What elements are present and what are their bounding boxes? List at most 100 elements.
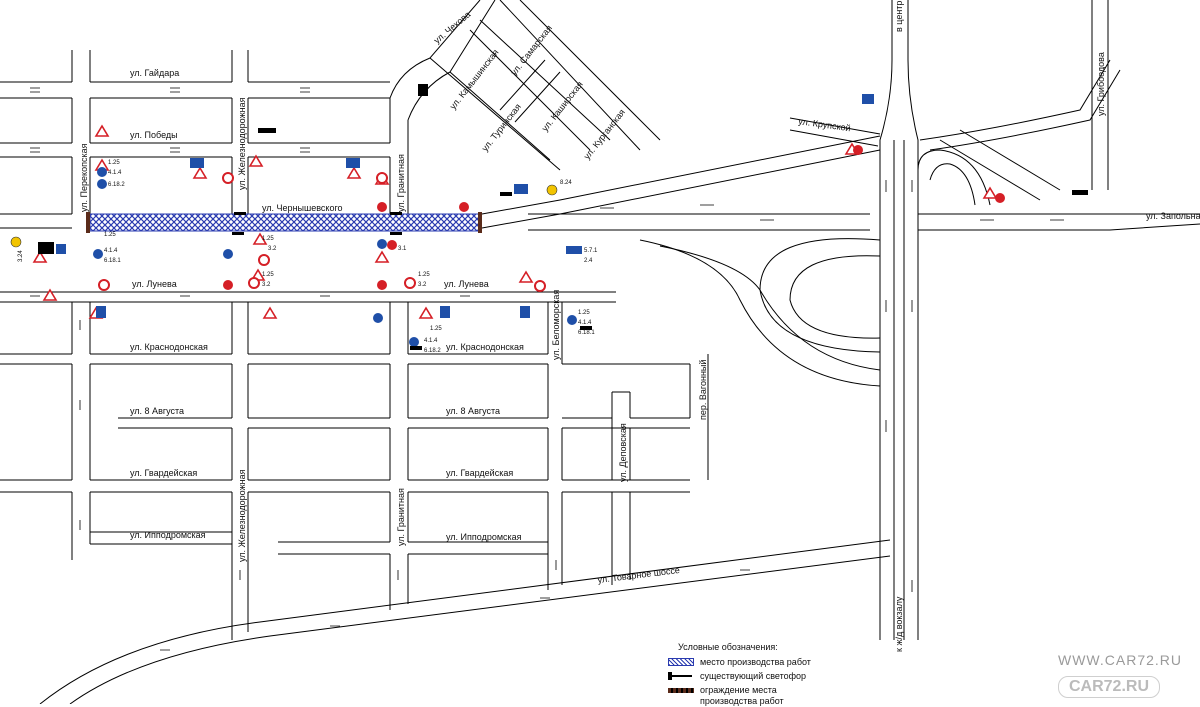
warning-sign-icon <box>248 154 264 167</box>
no-entry-sign-icon <box>387 240 397 250</box>
sign-code: 1.25 <box>418 272 430 278</box>
direction-sign-icon <box>373 313 383 323</box>
warning-sign-icon <box>32 250 48 263</box>
watermark-text: WWW.CAR72.RU <box>1058 652 1182 668</box>
legend-item-fence-cont: производства работ <box>700 695 784 707</box>
traffic-light-icon <box>1072 190 1088 195</box>
legend-item-work-zone: место производства работ <box>668 656 811 668</box>
detour-sign-icon <box>546 184 558 196</box>
street-label: ул. Железнодорожная <box>237 469 247 562</box>
sign-code: 6.18.1 <box>578 330 595 336</box>
street-label: ул. Деповская <box>618 423 628 482</box>
direction-sign-icon <box>97 179 107 189</box>
warning-sign-icon <box>346 166 362 179</box>
info-sign-icon <box>520 306 530 318</box>
sign-code: 6.18.2 <box>108 182 125 188</box>
street-label: ул. Камышинская <box>448 47 501 111</box>
restriction-sign-icon <box>248 277 260 289</box>
sign-code: 1.25 <box>104 232 116 238</box>
street-label: ул. Крупской <box>798 116 852 133</box>
street-label: ул. Гвардейская <box>446 468 513 478</box>
no-entry-sign-icon <box>377 280 387 290</box>
street-labels: ул. Гайдара ул. Победы ул. Чернышевского… <box>79 1 1200 652</box>
info-sign-icon <box>514 184 528 194</box>
street-label: ул. Запольная <box>1146 211 1200 221</box>
street-label: ул. Беломорская <box>551 290 561 360</box>
warning-sign-icon <box>262 306 278 319</box>
map-legend: Условные обозначения: место производства… <box>668 640 918 707</box>
legend-item-traffic-light: существующий светофор <box>668 670 806 682</box>
sign-code: 6.18.1 <box>104 258 121 264</box>
street-label: ул. Ипподромская <box>130 530 206 540</box>
sign-code: 3.2 <box>262 282 271 288</box>
sign-code: 1.25 <box>108 160 120 166</box>
info-sign-icon <box>190 158 204 168</box>
street-label: ул. Краснодонская <box>130 342 208 352</box>
warning-sign-icon <box>418 306 434 319</box>
street-label: ул. Гвардейская <box>130 468 197 478</box>
legend-label: ограждение места <box>700 685 777 695</box>
restriction-sign-icon <box>258 254 270 266</box>
no-entry-sign-icon <box>223 280 233 290</box>
direction-sign-icon <box>93 249 103 259</box>
sign-code: 3.2 <box>268 246 277 252</box>
work-zone-fence-left <box>86 212 90 233</box>
warning-sign-icon <box>982 186 998 199</box>
street-label: ул. Гайдара <box>130 68 179 78</box>
sign-code: 4.1.4 <box>578 320 592 326</box>
traffic-light-icon <box>38 242 54 254</box>
sign-code: 1.25 <box>578 310 590 316</box>
direction-arrows <box>30 87 1064 651</box>
street-label: к ж/д вокзалу <box>894 596 904 652</box>
sign-code: 5.7.1 <box>584 248 598 254</box>
street-label: ул. Железнодорожная <box>237 97 247 190</box>
traffic-light-icon <box>258 128 276 133</box>
info-sign-icon <box>96 306 106 318</box>
sign-code: 3.1 <box>398 246 407 252</box>
street-label: ул. 8 Августа <box>446 406 500 416</box>
warning-sign-icon <box>192 166 208 179</box>
restriction-sign-icon <box>222 172 234 184</box>
street-label: ул. Чернышевского <box>262 203 343 213</box>
street-label: ул. 8 Августа <box>130 406 184 416</box>
warning-sign-icon <box>374 250 390 263</box>
traffic-light-icon <box>390 212 402 215</box>
info-sign-icon <box>862 94 874 104</box>
street-label: ул. Победы <box>130 130 178 140</box>
warning-sign-icon <box>252 232 268 245</box>
traffic-light-swatch-icon <box>668 672 694 680</box>
sign-code-labels: 1.25 4.1.4 6.18.2 1.25 3.2 1.25 3.2 3.1 … <box>18 160 598 354</box>
restriction-sign-icon <box>404 277 416 289</box>
street-label: ул. Лунева <box>444 279 489 289</box>
work-zone-swatch-icon <box>668 658 694 666</box>
sign-code: 1.25 <box>262 236 274 242</box>
traffic-light-icon <box>500 192 512 196</box>
street-label: в центр <box>894 1 904 32</box>
legend-label: производства работ <box>700 696 784 706</box>
no-entry-sign-icon <box>853 145 863 155</box>
street-label: ул. Туринская <box>480 102 523 154</box>
sign-code: 2.4 <box>584 258 593 264</box>
restriction-sign-icon <box>534 280 546 292</box>
street-label: ул. Гранитная <box>396 488 406 546</box>
street-label: ул. Ипподромская <box>446 532 522 542</box>
street-label: ул. Товарное шоссе <box>597 565 680 585</box>
no-entry-sign-icon <box>459 202 469 212</box>
legend-label: место производства работ <box>700 657 811 667</box>
street-label: ул. Гранитная <box>396 154 406 212</box>
sign-code: 1.25 <box>430 326 442 332</box>
work-zone <box>89 213 481 232</box>
street-label: ул. Краснодонская <box>446 342 524 352</box>
no-entry-sign-icon <box>995 193 1005 203</box>
info-sign-icon <box>440 306 450 318</box>
sign-code: 6.18.2 <box>424 348 441 354</box>
detour-sign-icon <box>10 236 22 248</box>
watermark-logo: CAR72.RU <box>1057 676 1160 698</box>
traffic-light-icon <box>390 232 402 235</box>
direction-sign-icon <box>567 315 577 325</box>
sign-code: 3.2 <box>418 282 427 288</box>
legend-item-fence: ограждение места <box>668 684 777 696</box>
sign-code: 4.1.4 <box>424 338 438 344</box>
legend-label: существующий светофор <box>700 671 807 681</box>
